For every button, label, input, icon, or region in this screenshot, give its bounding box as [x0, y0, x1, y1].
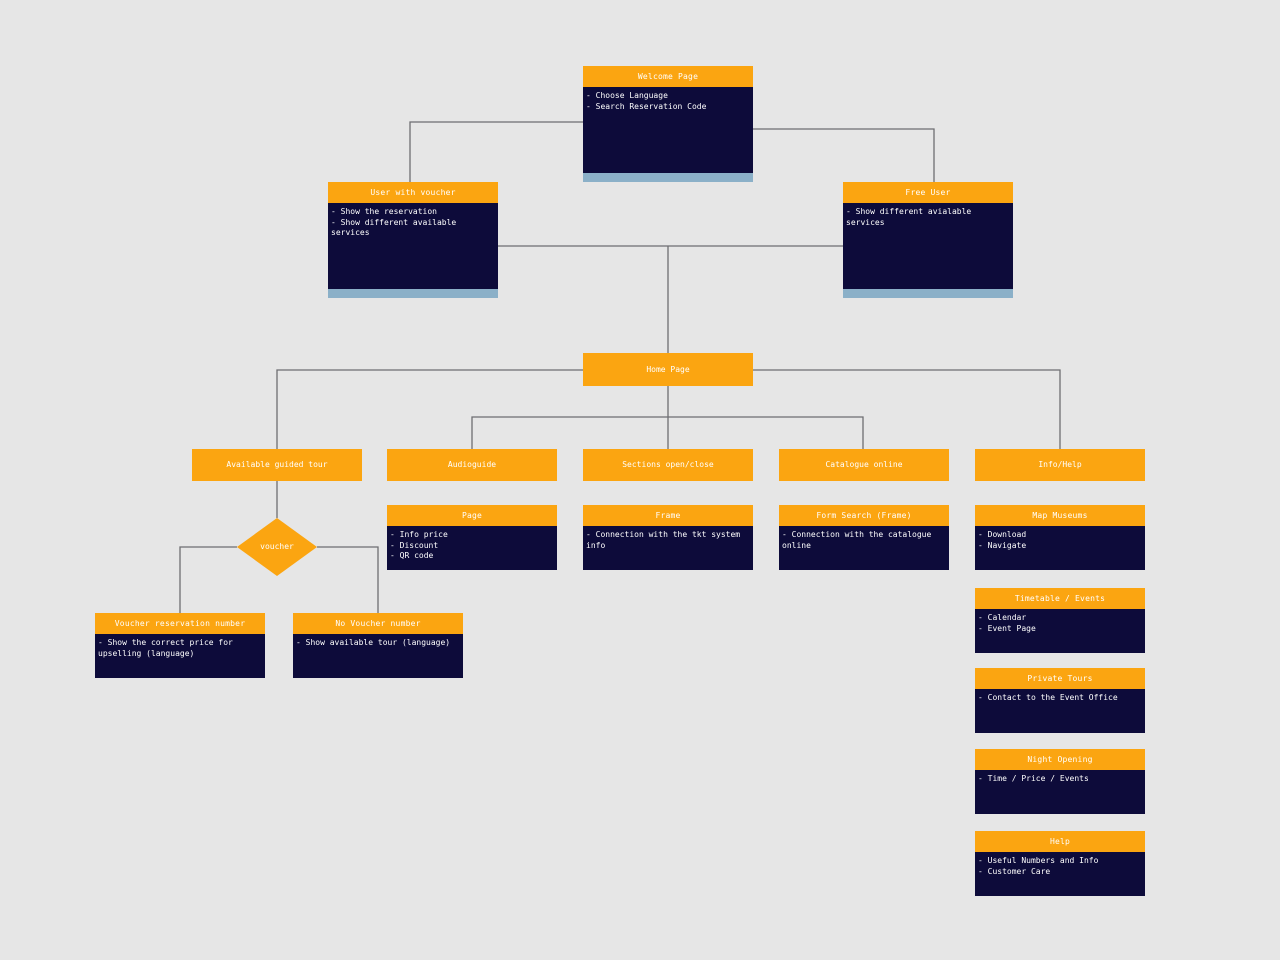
map-museums-item: - Navigate [978, 540, 1027, 550]
home-page-node[interactable]: Home Page [583, 353, 753, 386]
form-search-title: Form Search (Frame) [779, 505, 949, 526]
night-opening-item: - Time / Price / Events [978, 774, 1089, 783]
audioguide-node[interactable]: Audioguide [387, 449, 557, 481]
timetable-node[interactable]: Timetable / Events - Calendar - Event Pa… [975, 588, 1145, 653]
voucher-number-node[interactable]: Voucher reservation number - Show the co… [95, 613, 265, 678]
sections-node[interactable]: Sections open/close [583, 449, 753, 481]
audio-page-title: Page [387, 505, 557, 526]
welcome-page-node[interactable]: Welcome Page - Choose Language - Search … [583, 66, 753, 182]
private-tours-body: - Contact to the Event Office [975, 689, 1145, 733]
map-museums-title: Map Museums [975, 505, 1145, 526]
welcome-page-footer [583, 173, 753, 182]
connector-welcome-free-user [753, 128, 935, 182]
form-search-body: - Connection with the catalogue online [779, 526, 949, 570]
timetable-title: Timetable / Events [975, 588, 1145, 609]
user-voucher-item: - Show different available services [331, 217, 462, 238]
connector-home-catalogue [668, 416, 864, 450]
free-user-item: - Show different avialable services [846, 207, 977, 227]
audio-page-body: - Info price - Discount - QR code [387, 526, 557, 570]
timetable-item: - Event Page [978, 623, 1036, 633]
frame-item: - Connection with the tkt system info [586, 530, 745, 550]
frame-node[interactable]: Frame - Connection with the tkt system i… [583, 505, 753, 570]
help-item: - Customer Care [978, 866, 1051, 876]
private-tours-node[interactable]: Private Tours - Contact to the Event Off… [975, 668, 1145, 733]
timetable-item: - Calendar [978, 613, 1027, 622]
voucher-number-body: - Show the correct price for upselling (… [95, 634, 265, 678]
voucher-decision-label: voucher [260, 542, 294, 551]
user-voucher-item: - Show the reservation [331, 207, 437, 216]
connector-voucher-yes [179, 546, 237, 613]
voucher-decision-node[interactable]: voucher [237, 518, 317, 576]
connector-home-guided-tour [276, 369, 583, 450]
welcome-item: - Search Reservation Code [586, 101, 707, 111]
decision-diamond-shape [237, 518, 317, 576]
free-user-footer [843, 289, 1013, 298]
guided-tour-node[interactable]: Available guided tour [192, 449, 362, 481]
private-tours-item: - Contact to the Event Office [978, 693, 1118, 702]
user-voucher-body: - Show the reservation - Show different … [328, 203, 498, 289]
welcome-item: - Choose Language [586, 91, 668, 100]
map-museums-item: - Download [978, 530, 1027, 539]
welcome-page-title: Welcome Page [583, 66, 753, 87]
free-user-body: - Show different avialable services [843, 203, 1013, 289]
connector-home-info-help [753, 369, 1061, 450]
map-museums-body: - Download - Navigate [975, 526, 1145, 570]
user-voucher-footer [328, 289, 498, 298]
connector-voucher-no [317, 546, 379, 613]
voucher-number-item: - Show the correct price for upselling (… [98, 638, 238, 658]
help-node[interactable]: Help - Useful Numbers and Info - Custome… [975, 831, 1145, 896]
audio-page-item: - QR code [390, 551, 434, 560]
help-item: - Useful Numbers and Info [978, 856, 1099, 865]
night-opening-node[interactable]: Night Opening - Time / Price / Events [975, 749, 1145, 814]
frame-title: Frame [583, 505, 753, 526]
no-voucher-item: - Show available tour (language) [296, 638, 451, 647]
map-museums-node[interactable]: Map Museums - Download - Navigate [975, 505, 1145, 570]
frame-body: - Connection with the tkt system info [583, 526, 753, 570]
no-voucher-body: - Show available tour (language) [293, 634, 463, 678]
form-search-node[interactable]: Form Search (Frame) - Connection with th… [779, 505, 949, 570]
help-body: - Useful Numbers and Info - Customer Car… [975, 852, 1145, 896]
info-help-node[interactable]: Info/Help [975, 449, 1145, 481]
timetable-body: - Calendar - Event Page [975, 609, 1145, 653]
night-opening-title: Night Opening [975, 749, 1145, 770]
connector-welcome-user-voucher [409, 121, 583, 182]
user-voucher-node[interactable]: User with voucher - Show the reservation… [328, 182, 498, 298]
private-tours-title: Private Tours [975, 668, 1145, 689]
voucher-number-title: Voucher reservation number [95, 613, 265, 634]
no-voucher-node[interactable]: No Voucher number - Show available tour … [293, 613, 463, 678]
no-voucher-title: No Voucher number [293, 613, 463, 634]
help-title: Help [975, 831, 1145, 852]
night-opening-body: - Time / Price / Events [975, 770, 1145, 814]
audio-page-node[interactable]: Page - Info price - Discount - QR code [387, 505, 557, 570]
user-voucher-title: User with voucher [328, 182, 498, 203]
connector-home-audioguide [471, 416, 668, 450]
free-user-title: Free User [843, 182, 1013, 203]
free-user-node[interactable]: Free User - Show different avialable ser… [843, 182, 1013, 298]
form-search-item: - Connection with the catalogue online [782, 530, 937, 550]
audio-page-item: - Info price [390, 530, 448, 539]
catalogue-node[interactable]: Catalogue online [779, 449, 949, 481]
welcome-page-body: - Choose Language - Search Reservation C… [583, 87, 753, 173]
audio-page-item: - Discount [390, 540, 439, 550]
